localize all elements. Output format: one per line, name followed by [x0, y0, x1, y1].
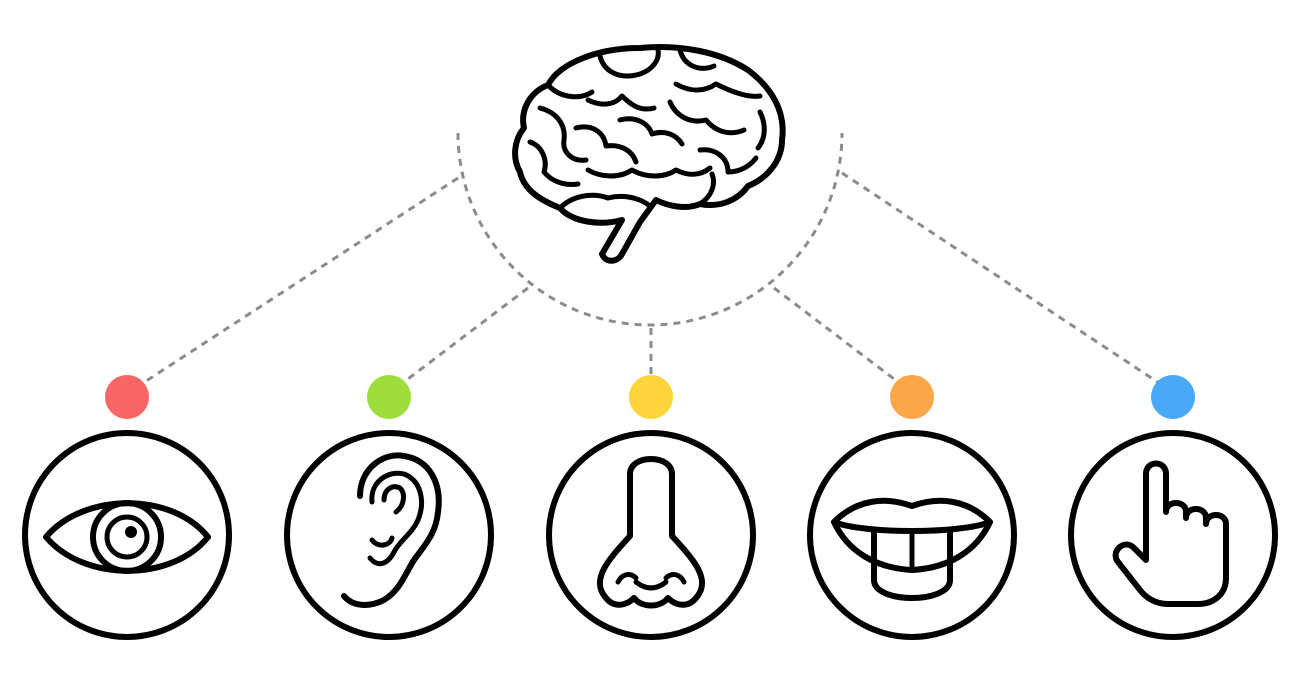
circle-sight	[22, 430, 232, 640]
connector-lines	[139, 171, 1163, 387]
dot-taste	[890, 375, 934, 419]
sense-circles	[22, 430, 1278, 640]
dot-smell	[629, 375, 673, 419]
circle-touch	[1068, 430, 1278, 640]
brain-icon	[512, 43, 786, 264]
connector-line-taste	[773, 286, 903, 387]
circle-hearing	[284, 430, 494, 640]
circle-taste	[807, 430, 1017, 640]
dot-hearing	[367, 375, 411, 419]
ear-icon	[341, 452, 442, 608]
connector-line-sight	[139, 176, 459, 387]
circle-smell	[546, 430, 756, 640]
nose-icon	[596, 456, 706, 609]
dot-sight	[105, 375, 149, 419]
sense-dots	[105, 375, 1195, 419]
tongue-icon	[831, 497, 993, 601]
dot-touch	[1151, 375, 1195, 419]
pointing-hand-icon	[1112, 460, 1229, 607]
eye-icon	[43, 500, 211, 574]
connector-line-touch	[841, 171, 1163, 387]
connector-arc	[456, 132, 844, 327]
connector-line-hearing	[399, 286, 529, 387]
